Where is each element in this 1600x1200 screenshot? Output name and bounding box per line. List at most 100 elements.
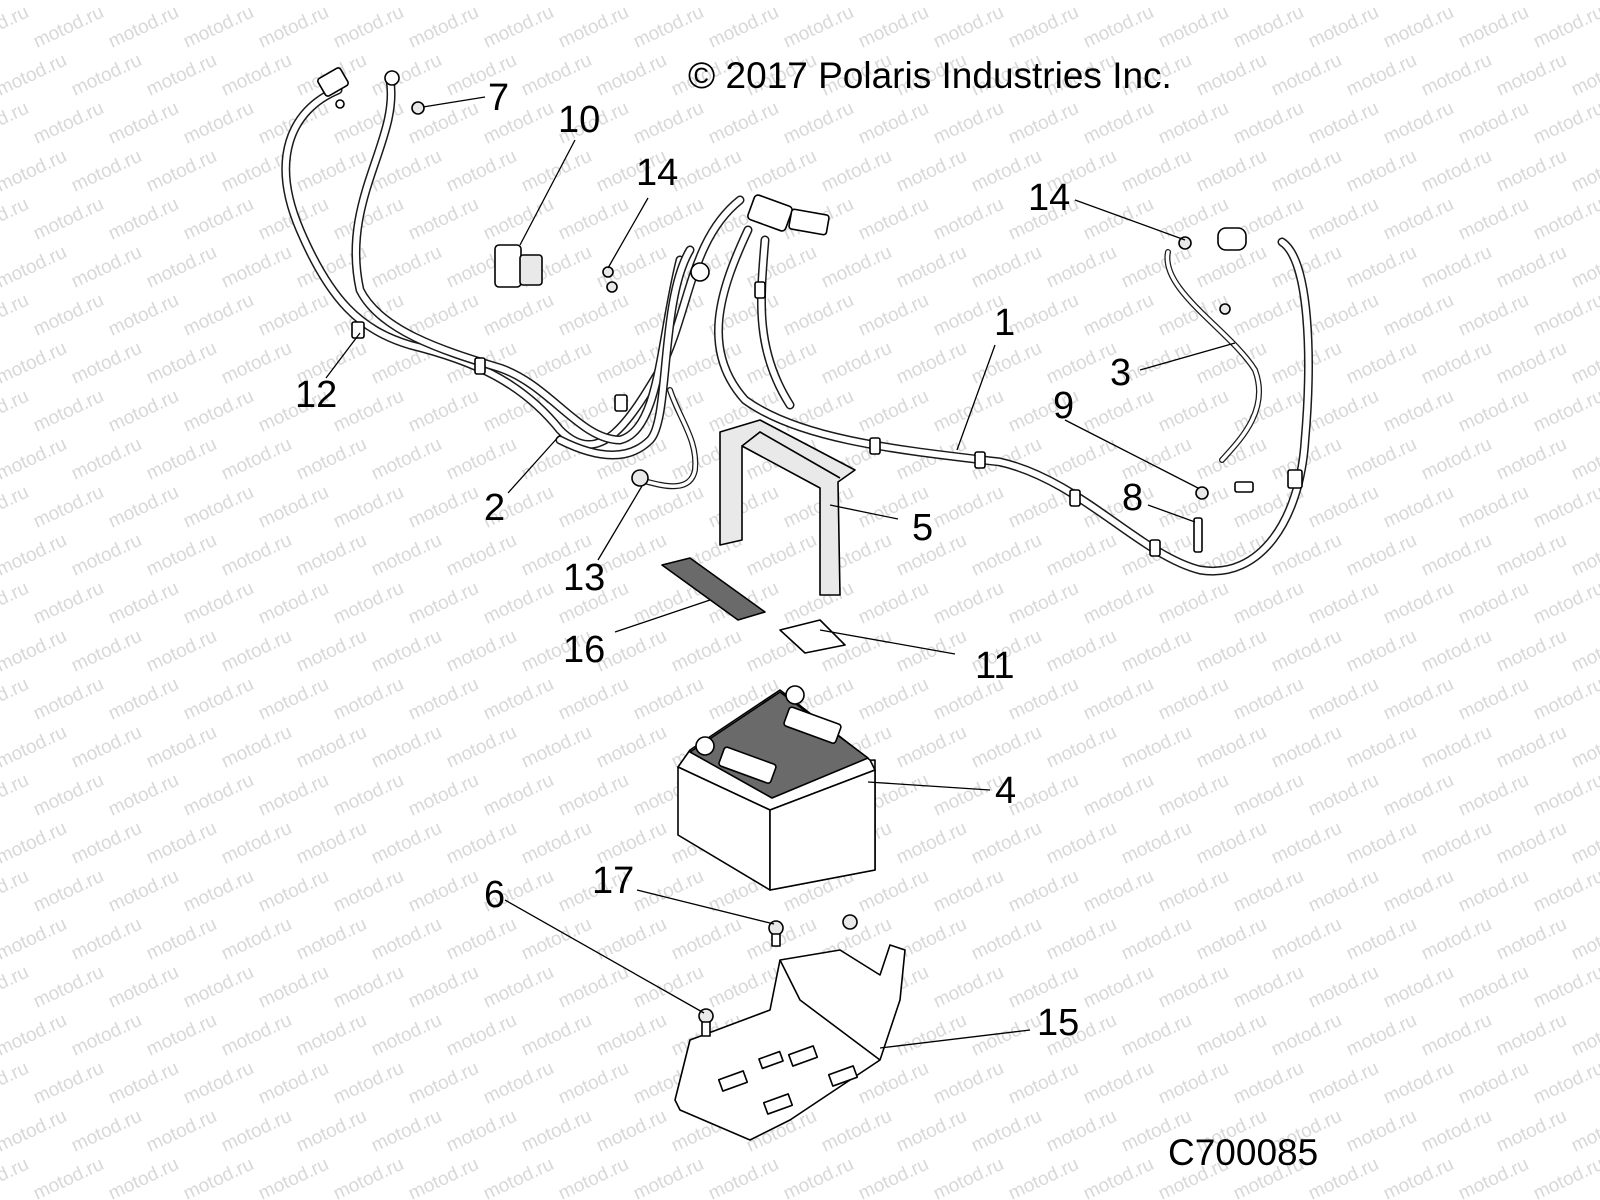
watermark-text: motod.ru bbox=[218, 50, 295, 101]
watermark-text: motod.ru bbox=[1380, 194, 1457, 245]
watermark-text: motod.ru bbox=[105, 2, 182, 53]
watermark-text: motod.ru bbox=[855, 2, 932, 53]
watermark-text: motod.ru bbox=[1155, 962, 1232, 1013]
watermark-text: motod.ru bbox=[1343, 50, 1420, 101]
watermark-text: motod.ru bbox=[480, 1058, 557, 1109]
watermark-text: motod.ru bbox=[1418, 530, 1495, 581]
diagram-code: C700085 bbox=[1168, 1132, 1318, 1173]
watermark-text: motod.ru bbox=[105, 194, 182, 245]
watermark-text: motod.ru bbox=[668, 626, 745, 677]
watermark-text: motod.ru bbox=[480, 1154, 557, 1200]
watermark-text: motod.ru bbox=[1493, 530, 1570, 581]
watermark-text: motod.ru bbox=[405, 482, 482, 533]
watermark-text: motod.ru bbox=[1568, 818, 1600, 869]
watermark-text: motod.ru bbox=[180, 482, 257, 533]
watermark-text: motod.ru bbox=[1118, 914, 1195, 965]
watermark-text: motod.ru bbox=[0, 338, 70, 389]
watermark-text: motod.ru bbox=[555, 482, 632, 533]
watermark-text: motod.ru bbox=[1268, 1010, 1345, 1061]
watermark-text: motod.ru bbox=[893, 1106, 970, 1157]
watermark-text: motod.ru bbox=[255, 2, 332, 53]
watermark-text: motod.ru bbox=[1193, 722, 1270, 773]
watermark-text: motod.ru bbox=[968, 0, 1045, 5]
watermark-text: motod.ru bbox=[480, 290, 557, 341]
watermark-text: motod.ru bbox=[1230, 674, 1307, 725]
watermark-text: motod.ru bbox=[1568, 242, 1600, 293]
watermark-text: motod.ru bbox=[1118, 626, 1195, 677]
watermark-text: motod.ru bbox=[480, 770, 557, 821]
callout-17: 17 bbox=[592, 860, 634, 902]
watermark-text: motod.ru bbox=[1005, 98, 1082, 149]
watermark-text: motod.ru bbox=[630, 98, 707, 149]
watermark-text: motod.ru bbox=[1343, 0, 1420, 5]
watermark-text: motod.ru bbox=[180, 866, 257, 917]
watermark-text: motod.ru bbox=[1118, 146, 1195, 197]
watermark-text: motod.ru bbox=[743, 530, 820, 581]
watermark-text: motod.ru bbox=[930, 578, 1007, 629]
nut-7 bbox=[411, 101, 425, 115]
watermark-text: motod.ru bbox=[255, 482, 332, 533]
watermark-text: motod.ru bbox=[218, 1106, 295, 1157]
watermark-text: motod.ru bbox=[968, 530, 1045, 581]
watermark-text: motod.ru bbox=[405, 1058, 482, 1109]
leader-lines bbox=[325, 96, 1236, 1049]
watermark-text: motod.ru bbox=[330, 1058, 407, 1109]
watermark-text: motod.ru bbox=[1005, 770, 1082, 821]
watermark-text: motod.ru bbox=[1230, 962, 1307, 1013]
watermark-text: motod.ru bbox=[1530, 674, 1600, 725]
watermark-text: motod.ru bbox=[930, 1058, 1007, 1109]
watermark-text: motod.ru bbox=[368, 242, 445, 293]
relay-10 bbox=[494, 244, 543, 288]
watermark-text: motod.ru bbox=[1155, 1058, 1232, 1109]
watermark-text: motod.ru bbox=[555, 1058, 632, 1109]
watermark-text: motod.ru bbox=[105, 386, 182, 437]
watermark-text: motod.ru bbox=[1268, 914, 1345, 965]
watermark-text: motod.ru bbox=[1043, 0, 1120, 5]
watermark-text: motod.ru bbox=[330, 770, 407, 821]
watermark-text: motod.ru bbox=[1080, 1154, 1157, 1200]
watermark-text: motod.ru bbox=[1230, 386, 1307, 437]
watermark-text: motod.ru bbox=[555, 290, 632, 341]
watermark-text: motod.ru bbox=[555, 1154, 632, 1200]
watermark-text: motod.ru bbox=[855, 866, 932, 917]
watermark-text: motod.ru bbox=[143, 818, 220, 869]
watermark-text: motod.ru bbox=[330, 1154, 407, 1200]
watermark-text: motod.ru bbox=[180, 770, 257, 821]
callout-4: 4 bbox=[995, 770, 1016, 812]
watermark-text: motod.ru bbox=[143, 434, 220, 485]
watermark-text: motod.ru bbox=[1230, 98, 1307, 149]
watermark-text: motod.ru bbox=[405, 1154, 482, 1200]
watermark-text: motod.ru bbox=[1005, 290, 1082, 341]
callout-14: 14 bbox=[1028, 177, 1070, 219]
watermark-text: motod.ru bbox=[368, 914, 445, 965]
watermark-text: motod.ru bbox=[0, 146, 70, 197]
watermark-text: motod.ru bbox=[1155, 770, 1232, 821]
callout-1: 1 bbox=[994, 302, 1015, 344]
watermark-text: motod.ru bbox=[368, 626, 445, 677]
watermark-text: motod.ru bbox=[1418, 1010, 1495, 1061]
watermark-text: motod.ru bbox=[855, 98, 932, 149]
watermark-text: motod.ru bbox=[1530, 866, 1600, 917]
watermark-text: motod.ru bbox=[443, 0, 520, 5]
watermark-text: motod.ru bbox=[1305, 770, 1382, 821]
watermark-text: motod.ru bbox=[780, 1154, 857, 1200]
watermark-text: motod.ru bbox=[630, 194, 707, 245]
watermark-text: motod.ru bbox=[30, 1154, 107, 1200]
watermark-text: motod.ru bbox=[1005, 674, 1082, 725]
watermark-text: motod.ru bbox=[68, 530, 145, 581]
callout-7: 7 bbox=[488, 77, 509, 119]
watermark-text: motod.ru bbox=[1305, 866, 1382, 917]
watermark-text: motod.ru bbox=[105, 578, 182, 629]
watermark-text: motod.ru bbox=[1530, 2, 1600, 53]
watermark-text: motod.ru bbox=[855, 386, 932, 437]
watermark-text: motod.ru bbox=[1493, 818, 1570, 869]
watermark-text: motod.ru bbox=[1193, 818, 1270, 869]
watermark-text: motod.ru bbox=[818, 0, 895, 5]
watermark-text: motod.ru bbox=[1343, 146, 1420, 197]
watermark-text: motod.ru bbox=[1043, 530, 1120, 581]
watermark-text: motod.ru bbox=[180, 194, 257, 245]
callout-2: 2 bbox=[484, 487, 505, 529]
watermark-text: motod.ru bbox=[1530, 1058, 1600, 1109]
watermark-text: motod.ru bbox=[0, 1106, 70, 1157]
watermark-text: motod.ru bbox=[1193, 50, 1270, 101]
